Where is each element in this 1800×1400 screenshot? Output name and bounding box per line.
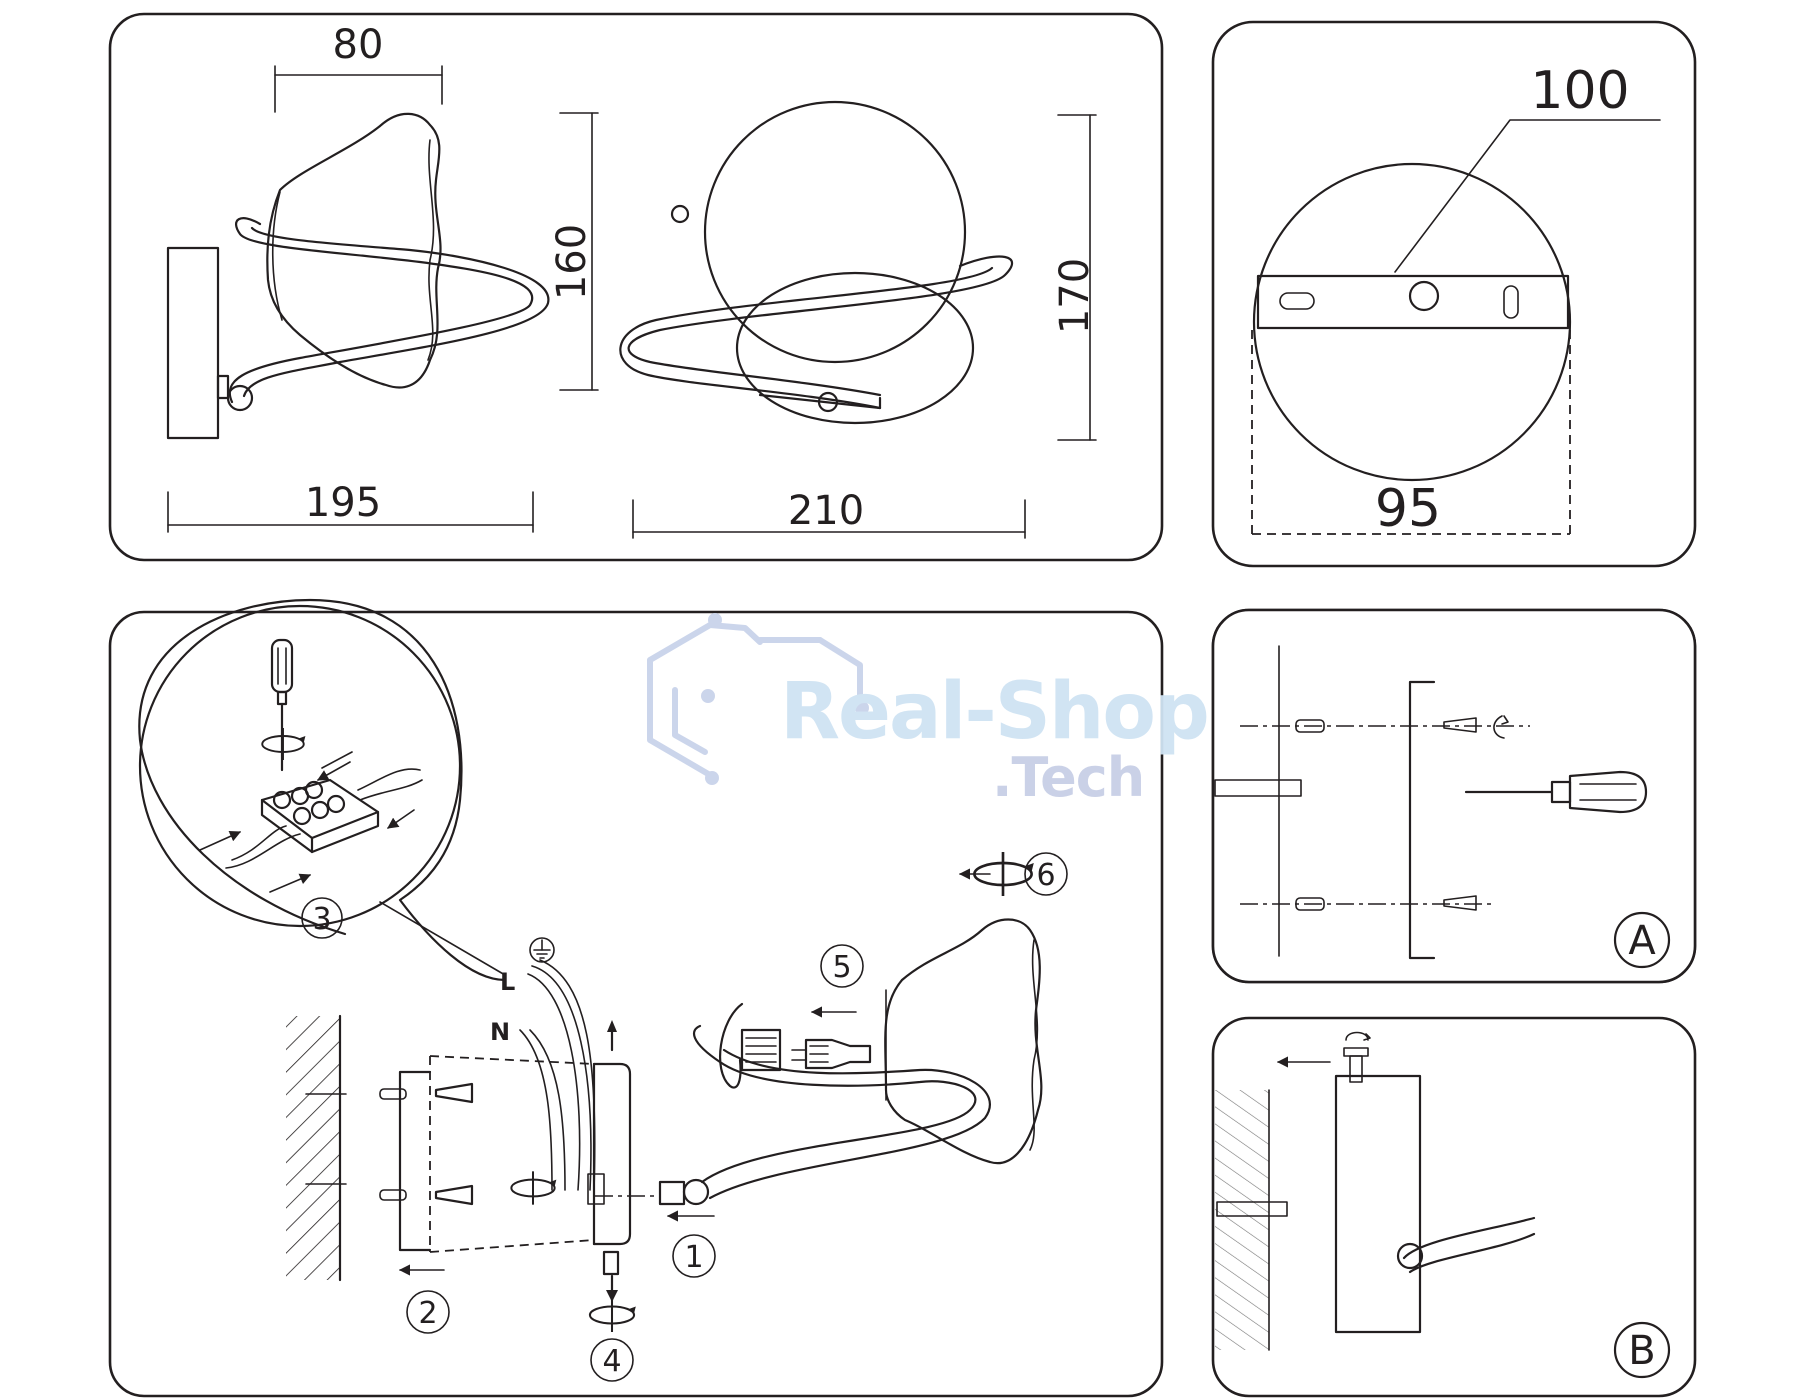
shade-side — [266, 112, 442, 389]
arm-b — [1402, 1216, 1536, 1274]
canopy — [592, 1062, 632, 1246]
dim-160: 160 — [549, 224, 595, 300]
watermark-line-2: .Tech — [992, 746, 1144, 809]
bracket-a — [1408, 680, 1436, 960]
wall-plate-front — [735, 271, 975, 425]
detail-label-a: A — [1628, 918, 1656, 964]
detail-panel-b: B — [1211, 1016, 1697, 1398]
dim-195: 195 — [305, 480, 381, 526]
wire-label-neutral: N — [490, 1018, 510, 1046]
installation-panel: Real-Shop .Tech — [108, 598, 1210, 1398]
canopy-b — [1334, 1074, 1422, 1334]
detail-label-b: B — [1628, 1328, 1655, 1374]
screwdriver-icon — [270, 638, 294, 772]
terminal-block-detail: 3 — [138, 598, 507, 982]
lamp-holder — [719, 1002, 744, 1089]
step-1: 1 — [684, 1240, 703, 1275]
dimension-panel: 80 160 195 170 — [108, 12, 1164, 562]
front-view: 170 210 — [619, 100, 1098, 539]
dim-95: 95 — [1375, 479, 1441, 539]
dim-210: 210 — [788, 488, 864, 534]
dim-100: 100 — [1530, 61, 1629, 121]
screw-icon — [434, 1184, 474, 1206]
dim-80: 80 — [333, 22, 384, 68]
detail-panel-a: A — [1211, 608, 1697, 984]
side-view: 80 160 195 — [166, 22, 599, 533]
arm-front — [627, 255, 1013, 397]
screwdriver-icon — [1464, 770, 1648, 814]
mounting-plate-panel: 100 95 — [1211, 20, 1697, 568]
terminal-block — [225, 768, 423, 869]
step-5: 5 — [832, 950, 851, 985]
screw-icon — [434, 1082, 474, 1104]
watermark-logo-icon — [647, 622, 763, 778]
step-2: 2 — [418, 1296, 437, 1331]
wall-plate-side — [166, 246, 220, 440]
dim-170: 170 — [1052, 258, 1098, 334]
bracket — [398, 1070, 432, 1252]
wire-label-live: L — [500, 968, 515, 996]
watermark-line-1: Real-Shop — [780, 667, 1208, 757]
step-4: 4 — [602, 1344, 621, 1379]
arm-side — [228, 217, 534, 404]
bulb-icon — [791, 1038, 872, 1070]
ground-icon — [529, 937, 555, 963]
mounting-bar — [1256, 274, 1570, 330]
watermark: Real-Shop .Tech — [647, 613, 1210, 809]
wall-hatch — [286, 1016, 340, 1280]
step-3: 3 — [312, 902, 331, 937]
shade-front — [703, 100, 967, 364]
plate-circle — [1252, 162, 1572, 482]
screw-icon — [1443, 717, 1477, 733]
step-6: 6 — [1036, 858, 1055, 893]
